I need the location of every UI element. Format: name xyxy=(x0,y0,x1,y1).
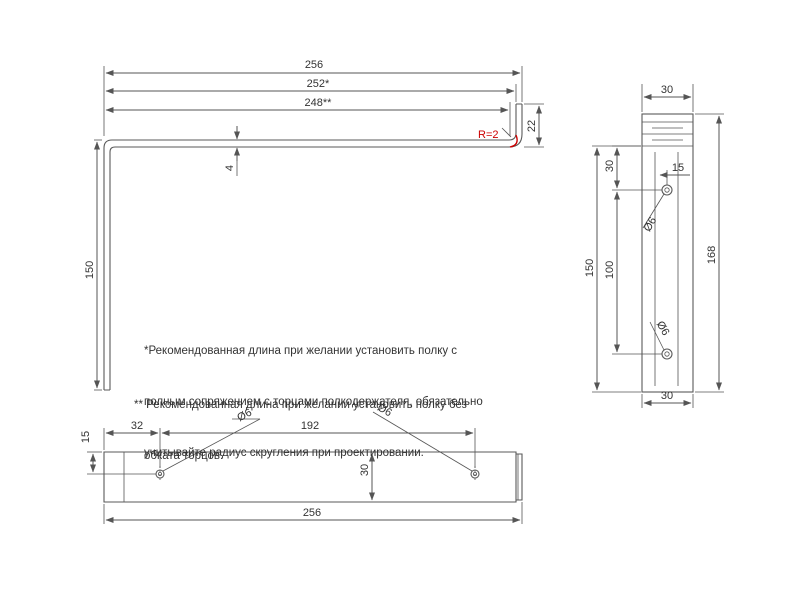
side-view: 30 15 30 100 150 168 Ø6 Ø6 30 xyxy=(584,84,724,408)
dim-32-label: 32 xyxy=(131,420,143,432)
note1-line1: *Рекомендованная длина при желании устан… xyxy=(144,345,458,357)
note2-line2: обката торцов. xyxy=(144,450,224,462)
dim-100-label: 100 xyxy=(604,261,616,279)
dim-256-bottom-label: 256 xyxy=(303,507,321,519)
dim-192-label: 192 xyxy=(301,420,319,432)
dim-256-label: 256 xyxy=(305,59,323,71)
radius-arc xyxy=(509,134,518,148)
radius-label: R=2 xyxy=(478,129,499,141)
dim-4-label: 4 xyxy=(224,165,236,171)
dim-30-bottom-view-label: 30 xyxy=(359,464,371,476)
dim-15-label: 15 xyxy=(672,162,684,174)
note1-line2: полным сопряжением с торцами полкодержат… xyxy=(144,396,483,408)
dim-hole-top-label: Ø6 xyxy=(642,215,660,234)
side-hole-bottom xyxy=(661,348,673,360)
dim-168-label: 168 xyxy=(706,246,718,264)
dim-248-label: 248** xyxy=(305,97,333,109)
note2-line1: ** Рекомендованная длина при желании уст… xyxy=(134,399,467,411)
note1-line3: учитывайте радиус скругления при проекти… xyxy=(144,447,424,459)
dim-150-label: 150 xyxy=(84,261,96,279)
bracket-profile xyxy=(103,103,523,391)
dim-252-label: 252* xyxy=(307,78,330,90)
top-view: 256 252* 248** 22 4 150 R=2 xyxy=(84,59,544,391)
dim-15-bottom-label: 15 xyxy=(80,431,92,443)
dim-30-top-label: 30 xyxy=(661,84,673,96)
dim-30-left-label: 30 xyxy=(604,160,616,172)
side-plate xyxy=(641,113,694,393)
note-recommended-length-no-edge: ** Рекомендованная длина при желании уст… xyxy=(134,363,467,482)
dim-150-side-label: 150 xyxy=(584,259,596,277)
dim-30-bottom-label: 30 xyxy=(661,390,673,402)
note-recommended-length-full: *Рекомендованная длина при желании устан… xyxy=(144,309,483,479)
dim-22-label: 22 xyxy=(526,120,538,132)
side-hole-top xyxy=(661,184,673,196)
bottom-plate xyxy=(103,451,517,503)
